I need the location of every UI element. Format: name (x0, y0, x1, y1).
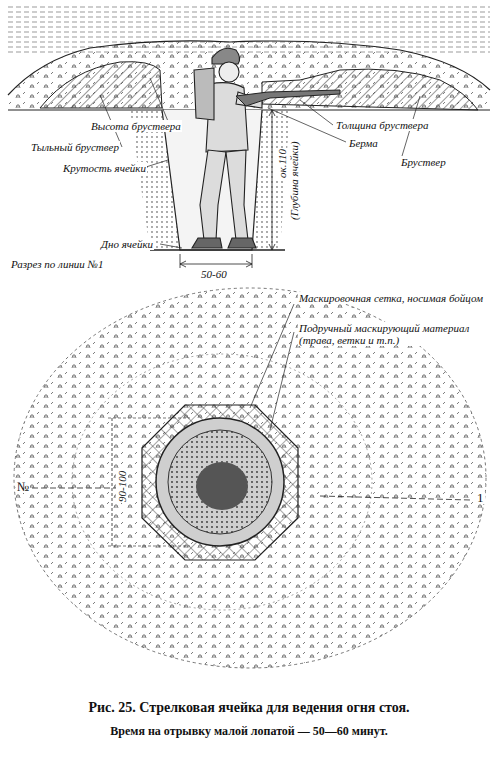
part-name: Берма (348, 137, 379, 149)
section-name: Разрез по линии №1 (10, 258, 105, 270)
figure-caption: Рис. 25. Стрелковая ячейка для ведения о… (0, 700, 498, 716)
part-name: Крутость ячейки (62, 162, 147, 174)
dimension: ок.110 (276, 148, 288, 179)
part-name: Маскировочная сетка, носимая бойцом (298, 292, 485, 304)
part-name: Бруствер (400, 156, 447, 168)
part-name: Дно ячейки (100, 238, 154, 250)
dimension: 50-60 (200, 268, 228, 280)
part-name: Толщина бруствера (335, 119, 430, 131)
part-name: Высота бруствера (90, 120, 182, 132)
part-name: Тыльный бруствер (30, 141, 120, 153)
part-name: Подручный маскирующий материал (трава, в… (298, 322, 485, 346)
section-mark: № (16, 481, 30, 493)
caption-note: Время на отрывку малой лопатой — 50—60 м… (0, 724, 498, 739)
section-mark: 1 (476, 492, 485, 504)
dimension: (Глубина ячейки) (288, 140, 300, 221)
dimension: 90-100 (116, 470, 128, 503)
